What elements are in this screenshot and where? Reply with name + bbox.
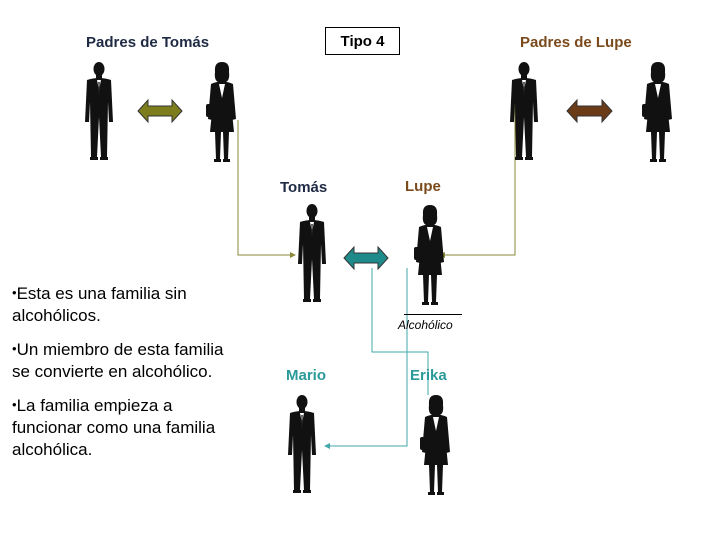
connector-arrowhead-tomas — [290, 252, 296, 258]
madre-tomas-figure — [206, 62, 236, 162]
double-arrow-tomas-lupe — [343, 245, 389, 271]
diagram-title: Tipo 4 — [325, 27, 400, 55]
double-arrow-padres-tomas — [137, 98, 183, 124]
connector-padres-tomas-to-tomas — [237, 120, 290, 256]
bullet-item: Un miembro de esta familia se convierte … — [12, 338, 237, 383]
padre-tomas-figure — [85, 62, 113, 160]
madre-lupe-figure — [642, 62, 672, 162]
bullet-item: Esta es una familia sin alcohólicos. — [12, 282, 237, 327]
connector-padres-lupe-to-lupe — [445, 88, 516, 256]
label-padres-lupe: Padres de Lupe — [520, 34, 632, 51]
erika-figure — [420, 395, 450, 495]
label-tomas: Tomás — [280, 179, 328, 196]
connector-arrowhead-mario — [324, 443, 330, 449]
double-arrow-padres-lupe — [566, 98, 613, 124]
alcoholico-underline — [404, 314, 462, 315]
label-mario: Mario — [286, 367, 327, 384]
connector-couple-to-mario — [330, 268, 408, 447]
mario-figure — [288, 395, 316, 493]
label-alcoholico: Alcohólico — [398, 318, 453, 332]
label-lupe: Lupe — [405, 178, 441, 195]
bullet-item: La familia empieza a funcionar como una … — [12, 394, 237, 461]
label-padres-tomas: Padres de Tomás — [86, 34, 210, 51]
tomas-figure — [298, 204, 326, 302]
label-erika: Erika — [410, 367, 447, 384]
connector-couple-to-erika — [371, 268, 429, 395]
padre-lupe-figure — [510, 62, 538, 160]
lupe-figure — [414, 205, 444, 305]
bullet-list: Esta es una familia sin alcohólicos. Un … — [12, 282, 237, 472]
